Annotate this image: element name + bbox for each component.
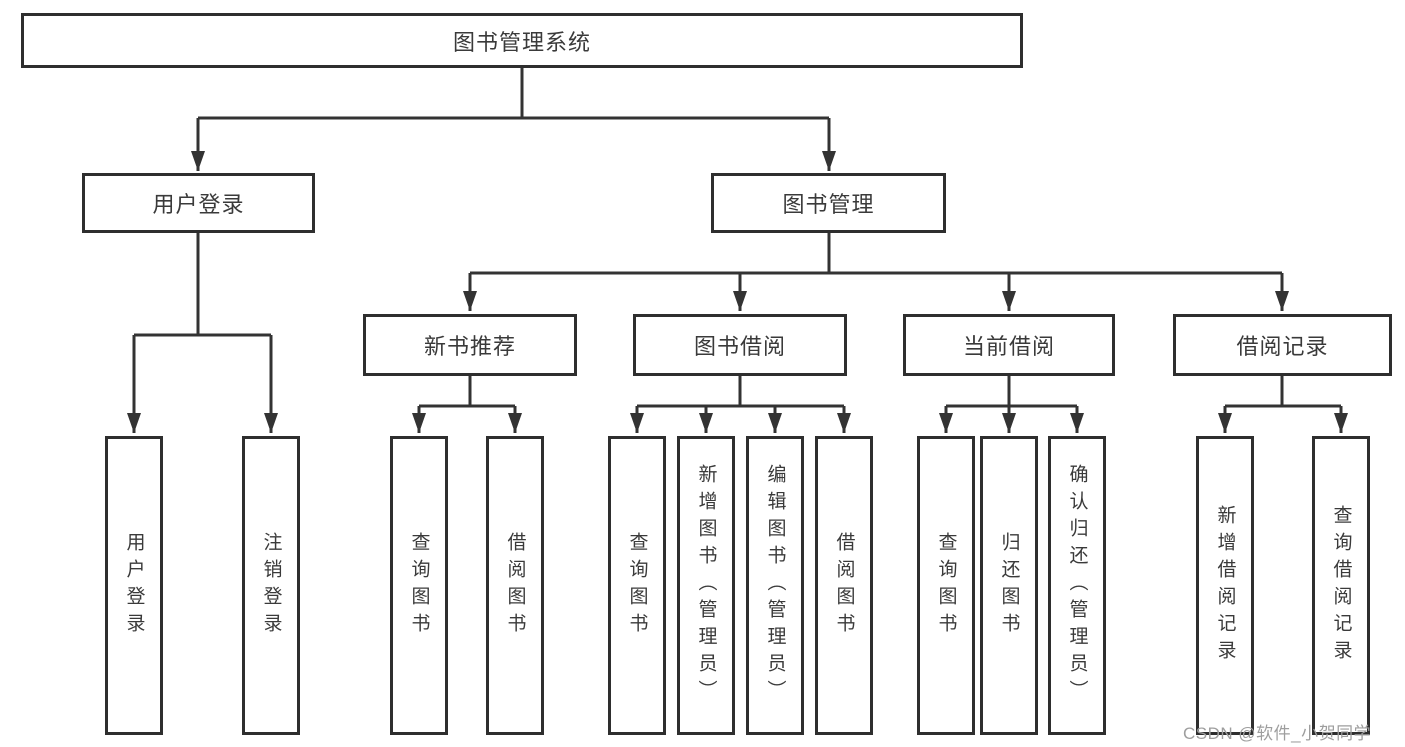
leaf-query-borrow-record: 查询借阅记录 — [1312, 436, 1370, 735]
node-label: 图书管理系统 — [452, 29, 591, 55]
node-label: 查询图书 — [935, 531, 957, 640]
leaf-add-borrow-record: 新增借阅记录 — [1196, 436, 1254, 735]
node-label: 查询图书 — [408, 531, 430, 640]
leaf-query-books-current: 查询图书 — [917, 436, 975, 735]
node-label: 注销登录 — [260, 531, 282, 640]
node-label: 新增借阅记录 — [1214, 504, 1236, 667]
leaf-borrow-books-recommend: 借阅图书 — [486, 436, 544, 735]
node-label: 归还图书 — [998, 531, 1020, 640]
leaf-return-books: 归还图书 — [980, 436, 1038, 735]
leaf-user-login: 用户登录 — [105, 436, 163, 735]
node-user-login: 用户登录 — [82, 173, 315, 233]
node-label: 图书管理 — [782, 192, 875, 217]
node-book-management: 图书管理 — [711, 173, 946, 233]
node-label: 查询借阅记录 — [1330, 504, 1352, 667]
node-current-borrowing: 当前借阅 — [903, 314, 1115, 376]
leaf-query-books-recommend: 查询图书 — [390, 436, 448, 735]
node-borrowing-records: 借阅记录 — [1173, 314, 1392, 376]
leaf-confirm-return-admin: 确认归还（管理员） — [1048, 436, 1106, 735]
leaf-borrow-books-borrowing: 借阅图书 — [815, 436, 873, 735]
node-label: 用户登录 — [152, 192, 245, 217]
node-label: 借阅记录 — [1236, 334, 1329, 359]
edge-group — [127, 68, 1348, 433]
node-label: 查询图书 — [626, 531, 648, 640]
node-label: 借阅图书 — [504, 531, 526, 640]
node-label: 用户登录 — [123, 531, 145, 640]
node-book-borrowing: 图书借阅 — [633, 314, 847, 376]
leaf-edit-books-admin: 编辑图书（管理员） — [746, 436, 804, 735]
node-label: 图书借阅 — [693, 334, 786, 359]
node-label: 确认归还（管理员） — [1066, 464, 1088, 707]
node-label: 编辑图书（管理员） — [764, 464, 786, 707]
node-label: 当前借阅 — [962, 334, 1055, 359]
node-new-book-recommend: 新书推荐 — [363, 314, 577, 376]
leaf-add-books-admin: 新增图书（管理员） — [677, 436, 735, 735]
node-label: 借阅图书 — [833, 531, 855, 640]
node-label: 新书推荐 — [423, 334, 516, 359]
watermark: CSDN @软件_小贺同学 — [1183, 724, 1372, 743]
leaf-query-books-borrowing: 查询图书 — [608, 436, 666, 735]
node-label: 新增图书（管理员） — [695, 464, 717, 707]
leaf-logout: 注销登录 — [242, 436, 300, 735]
node-library-management-system: 图书管理系统 — [21, 13, 1023, 68]
